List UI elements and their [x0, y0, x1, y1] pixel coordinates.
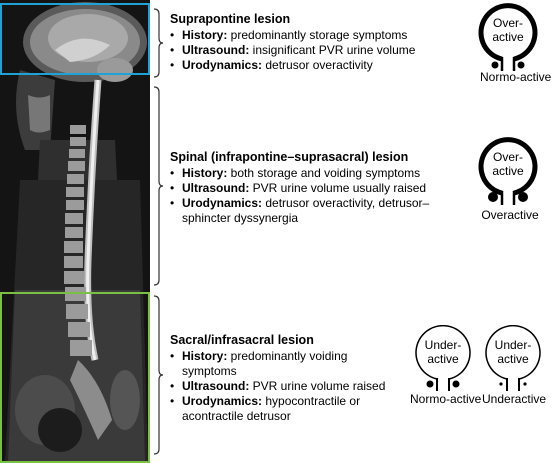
section-title: Spinal (infrapontine–suprasacral) lesion — [170, 150, 409, 164]
svg-text:active: active — [492, 30, 524, 44]
sacral-region-box — [0, 292, 150, 463]
suprapontine-brace — [153, 8, 164, 78]
bladder-label: Normo-active — [480, 70, 552, 84]
svg-text:active: active — [427, 352, 459, 366]
ultrasound-item: Ultrasound: PVR urine volume usually rai… — [170, 181, 470, 196]
sacral-brace — [153, 295, 164, 455]
suprapontine-section: Suprapontine lesion History: predominant… — [170, 12, 490, 73]
svg-text:Under-: Under- — [425, 338, 462, 352]
ultrasound-item: Ultrasound: PVR urine volume raised — [170, 379, 400, 394]
urodynamics-item: Urodynamics: hypocontractile or acontrac… — [170, 394, 400, 424]
bladder-label: Underactive — [482, 392, 547, 406]
bladder-icon-suprapontine: Over- active — [478, 3, 538, 71]
suprapontine-region-box — [0, 3, 150, 75]
history-item: History: both storage and voiding sympto… — [170, 166, 470, 181]
bladder-icon-sacral-normo: Under- active — [415, 325, 471, 391]
urodynamics-item: Urodynamics: detrusor overactivity — [170, 58, 490, 73]
bladder-icon-spinal: Over- active — [478, 137, 538, 205]
section-title: Sacral/infrasacral lesion — [170, 333, 314, 347]
urodynamics-item: Urodynamics: detrusor overactivity, detr… — [170, 196, 470, 226]
history-item: History: predominantly voiding symptoms — [170, 349, 400, 379]
svg-text:Over-: Over- — [493, 16, 523, 30]
section-title: Suprapontine lesion — [170, 12, 291, 26]
svg-text:active: active — [492, 164, 524, 178]
svg-text:Over-: Over- — [493, 150, 523, 164]
ultrasound-item: Ultrasound: insignificant PVR urine volu… — [170, 43, 490, 58]
svg-text:active: active — [497, 352, 529, 366]
sacral-section: Sacral/infrasacral lesion History: predo… — [170, 333, 400, 424]
bladder-label: Overactive — [481, 208, 539, 222]
spinal-section: Spinal (infrapontine–suprasacral) lesion… — [170, 150, 470, 226]
bladder-label: Normo-active — [410, 392, 482, 406]
mri-sagittal-spine-image — [0, 0, 150, 463]
bladder-icon-sacral-under: Under- active — [485, 325, 541, 391]
spinal-brace — [153, 86, 164, 286]
svg-text:Under-: Under- — [495, 338, 532, 352]
history-item: History: predominantly storage symptoms — [170, 28, 490, 43]
